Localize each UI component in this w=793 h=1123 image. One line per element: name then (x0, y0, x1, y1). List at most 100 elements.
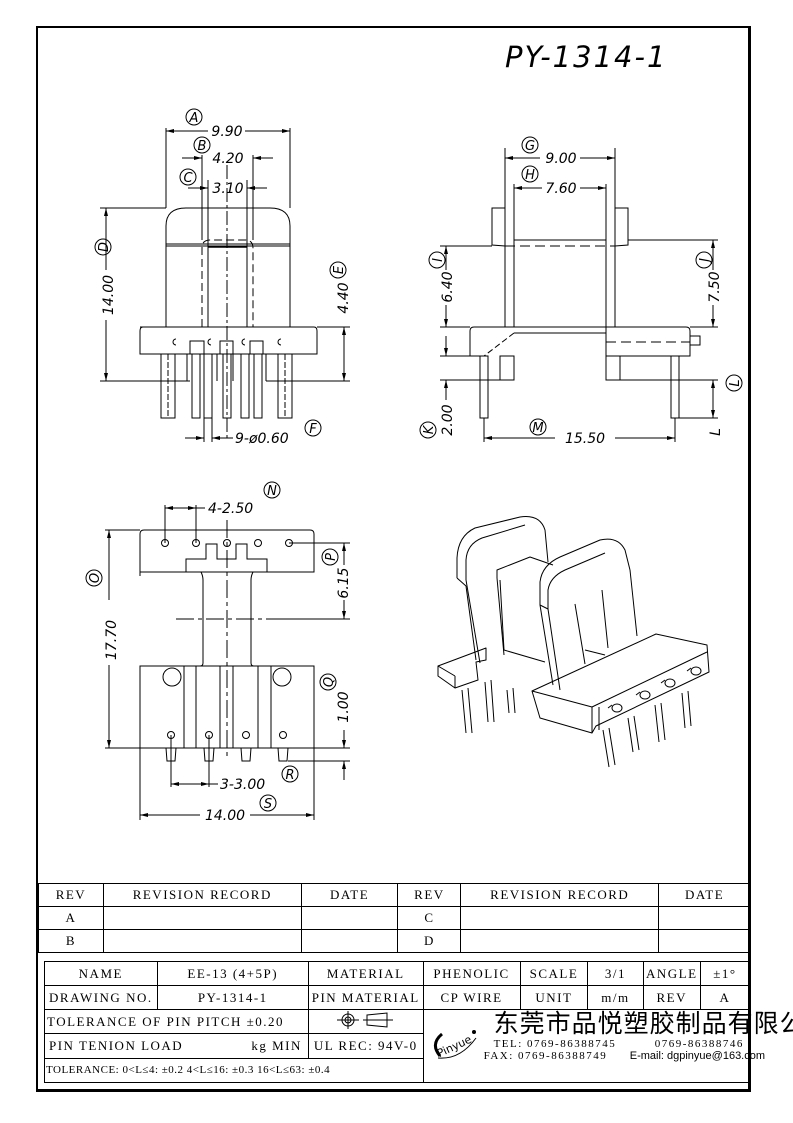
svg-text:14.00: 14.00 (101, 275, 117, 315)
tolerance-pin-pitch: TOLERANCE OF PIN PITCH ±0.20 (44, 1008, 309, 1035)
dim-S: S 14.00 (205, 794, 277, 824)
svg-text:4.40: 4.40 (336, 282, 352, 313)
dim-Q: 1.00 Q (319, 673, 352, 723)
svg-text:9.00: 9.00 (545, 151, 576, 167)
header-date: DATE (300, 883, 399, 907)
drawing-frame (36, 26, 751, 1092)
drawing-title: PY-1314-1 (505, 40, 668, 74)
rev-cell: A (38, 906, 104, 930)
company-tel2: 0769-86388746 (654, 1038, 744, 1050)
date-cell (300, 906, 399, 930)
svg-text:3.10: 3.10 (212, 181, 243, 197)
rev-cell: C (397, 906, 462, 930)
revision-row: B D (38, 929, 751, 953)
rev-label: REV (642, 985, 701, 1010)
svg-text:D: D (97, 242, 112, 252)
svg-text:L: L (708, 428, 724, 436)
dim-C: C 3.10 (179, 168, 244, 197)
dim-H: H 7.60 (521, 165, 577, 197)
svg-text:Q: Q (322, 677, 337, 687)
angle-label: ANGLE (642, 961, 701, 986)
header-revision-record: REVISION RECORD (460, 883, 660, 907)
dim-B: B 4.20 (193, 136, 244, 167)
dim-D: 14.00 D (94, 238, 117, 315)
company-email: E-mail: dgpinyue@163.com (629, 1050, 766, 1062)
projection-icon (336, 1010, 393, 1029)
projection-symbol (307, 1008, 424, 1035)
pin-tension-load: PIN TENION LOAD kg MIN (44, 1033, 309, 1059)
svg-text:G: G (525, 139, 535, 154)
svg-text:15.50: 15.50 (565, 431, 605, 447)
svg-text:O: O (88, 573, 103, 583)
side-view (440, 148, 718, 442)
scale-value: 3/1 (587, 961, 644, 986)
dim-F: 9-ø0.60 F (235, 419, 322, 447)
company-name: 东莞市品悦塑胶制品有限公司 (493, 1009, 793, 1038)
pin-load-unit: kg MIN (251, 1037, 302, 1053)
svg-text:I: I (431, 258, 446, 262)
header-revision-record: REVISION RECORD (102, 883, 302, 907)
dim-L: L L (708, 374, 743, 436)
svg-text:B: B (198, 139, 207, 154)
dim-M: M 15.50 (529, 418, 605, 447)
pin-material-value: CP WIRE (422, 985, 521, 1010)
svg-text:6.15: 6.15 (336, 567, 352, 598)
svg-text:A: A (189, 111, 199, 126)
svg-text:4.20: 4.20 (212, 151, 243, 167)
svg-text:4-2.50: 4-2.50 (208, 501, 253, 517)
dim-E: 4.40 E (329, 261, 352, 314)
dim-G: G 9.00 (521, 136, 577, 167)
svg-text:7.60: 7.60 (545, 181, 576, 197)
pin-load-label: PIN TENION LOAD (49, 1037, 184, 1053)
svg-text:K: K (422, 424, 437, 434)
front-view (100, 128, 350, 442)
revision-header-row: REV REVISION RECORD DATE REV REVISION RE… (38, 883, 751, 907)
rev-cell: B (38, 929, 104, 953)
material-label: MATERIAL (307, 961, 424, 986)
svg-text:M: M (532, 421, 543, 436)
dim-I: 6.40 I (428, 251, 456, 303)
svg-text:9-ø0.60: 9-ø0.60 (235, 431, 289, 447)
isometric-view (437, 516, 710, 768)
dim-K: 2.00 K (419, 404, 456, 439)
dim-A: A 9.90 (185, 108, 243, 140)
svg-text:9.90: 9.90 (211, 124, 242, 140)
pin-material-label: PIN MATERIAL (307, 985, 424, 1010)
dim-N: 4-2.50 N (208, 481, 281, 517)
technical-drawing: A 9.90 B 4.20 C 3.10 14.00 D 4.40 E 9-ø0… (85, 108, 743, 824)
svg-text:3-3.00: 3-3.00 (220, 777, 265, 793)
tolerance-general: TOLERANCE: 0<L≤4: ±0.2 4<L≤16: ±0.3 16<L… (44, 1057, 424, 1084)
header-rev: REV (397, 883, 462, 907)
svg-text:N: N (267, 484, 277, 499)
unit-value: m/m (587, 985, 644, 1010)
svg-text:2.00: 2.00 (440, 404, 456, 435)
company-tel: TEL: 0769-86388745 (493, 1038, 617, 1050)
svg-text:1.00: 1.00 (336, 691, 352, 722)
dim-R: 3-3.00 R (220, 765, 299, 793)
company-block: Pinyue 东莞市品悦塑胶制品有限公司 TEL: 0769-86388745 … (422, 1009, 793, 1083)
svg-text:17.70: 17.70 (104, 620, 120, 660)
scale-label: SCALE (519, 961, 589, 986)
date-cell (658, 929, 751, 953)
name-value: EE-13 (4+5P) (156, 961, 309, 986)
date-cell (300, 929, 399, 953)
record-cell (460, 929, 660, 953)
angle-value: ±1° (699, 961, 751, 986)
revision-row: A C (38, 906, 751, 930)
record-cell (102, 906, 302, 930)
name-label: NAME (44, 961, 158, 986)
svg-text:E: E (332, 265, 347, 274)
svg-text:P: P (324, 553, 339, 561)
revision-table: REV REVISION RECORD DATE REV REVISION RE… (38, 883, 751, 953)
svg-text:R: R (285, 768, 294, 783)
svg-text:F: F (309, 422, 317, 437)
ul-rec: UL REC: 94V-0 (307, 1033, 424, 1059)
pinyue-logo-icon (433, 1030, 476, 1059)
svg-text:14.00: 14.00 (205, 808, 245, 824)
unit-label: UNIT (519, 985, 589, 1010)
svg-text:6.40: 6.40 (440, 271, 456, 302)
header-rev: REV (38, 883, 104, 907)
bottom-view (105, 505, 350, 820)
svg-text:L: L (728, 379, 743, 386)
company-fax: FAX: 0769-86388749 (483, 1050, 608, 1062)
